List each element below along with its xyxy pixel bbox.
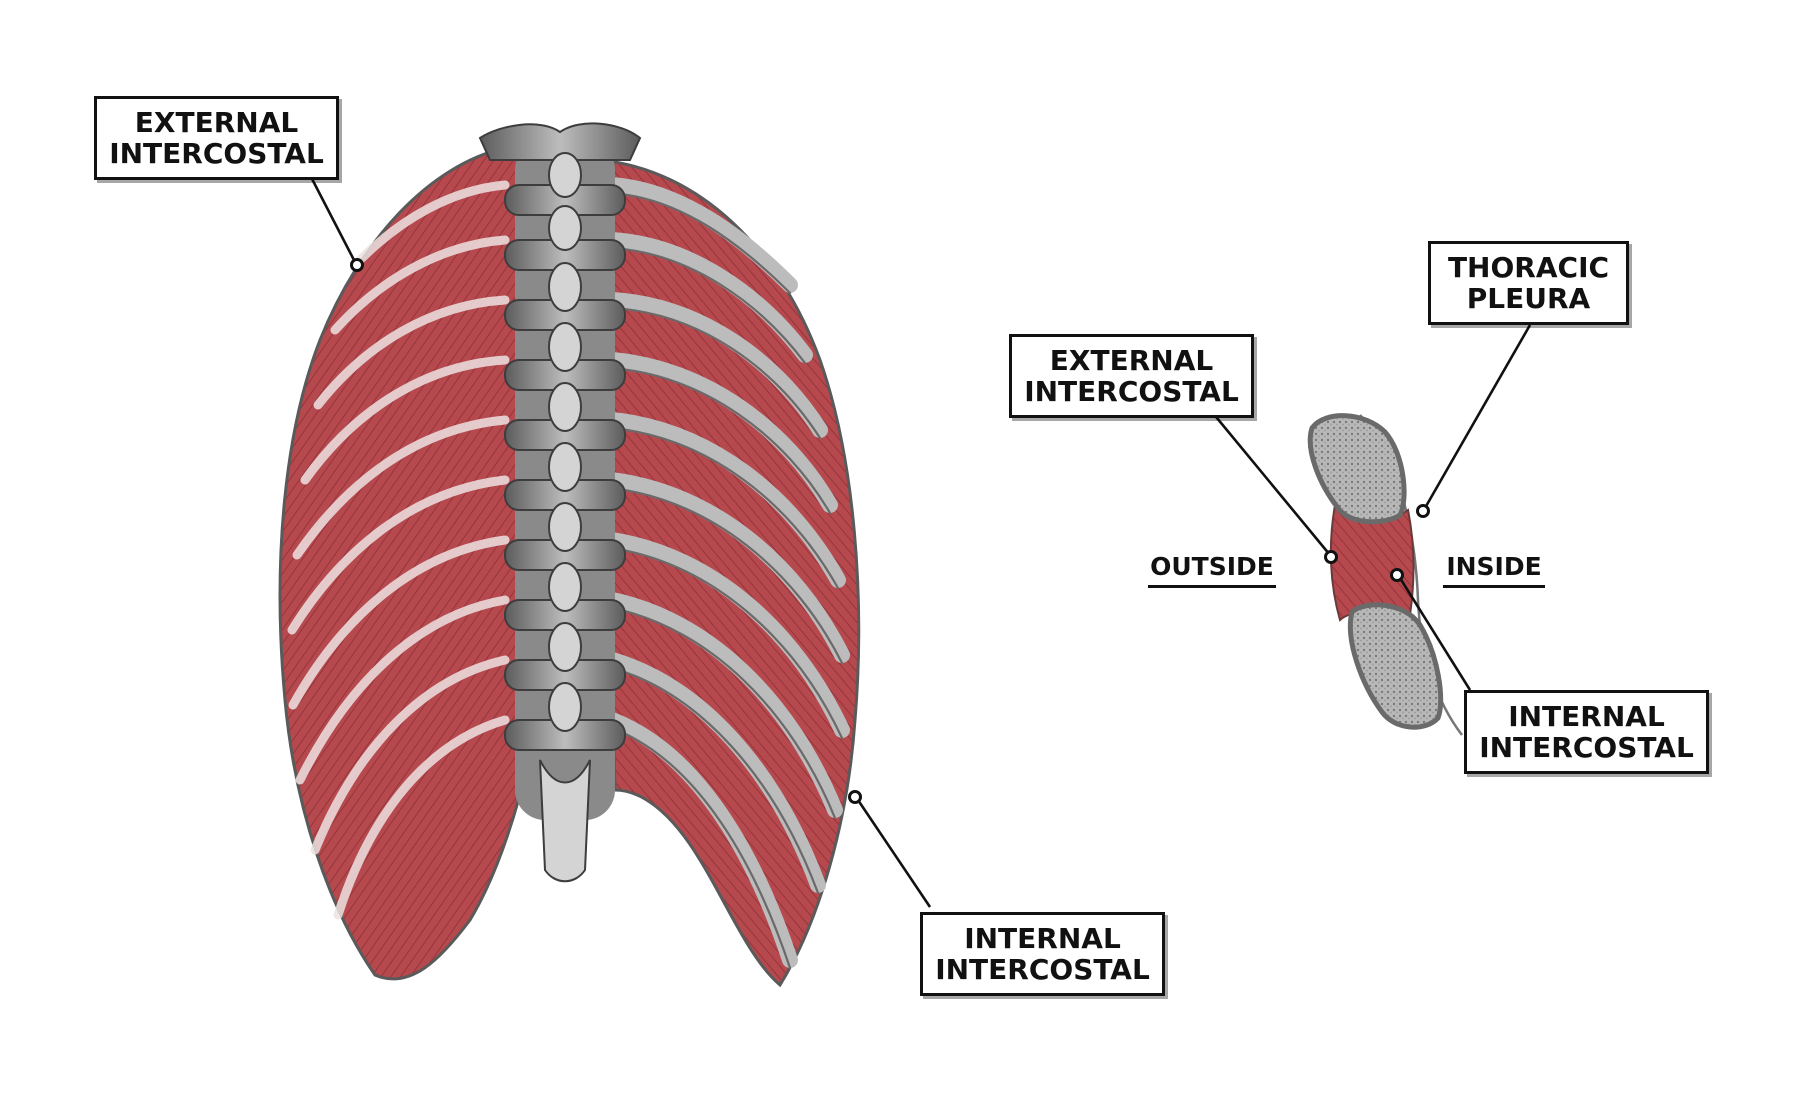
label-line: PLEURA xyxy=(1466,282,1591,315)
label-external-intercostal-section: EXTERNAL INTERCOSTAL xyxy=(1009,334,1254,418)
label-internal-intercostal-section: INTERNAL INTERCOSTAL xyxy=(1464,690,1709,774)
left-ribs xyxy=(287,180,510,920)
vertebral-column xyxy=(478,122,642,883)
label-thoracic-pleura: THORACIC PLEURA xyxy=(1428,241,1629,325)
label-line: INTERCOSTAL xyxy=(109,137,324,170)
label-line: EXTERNAL xyxy=(1049,344,1214,377)
label-internal-intercostal-ribcage: INTERNAL INTERCOSTAL xyxy=(920,912,1165,996)
right-ribs xyxy=(604,177,850,968)
pointer-dots xyxy=(350,258,1430,804)
label-line: INTERNAL xyxy=(964,922,1121,955)
label-line: INTERCOSTAL xyxy=(1024,375,1239,408)
intercostal-cross-section xyxy=(1307,413,1463,736)
label-line: THORACIC xyxy=(1447,251,1610,284)
rib-cage-illustration xyxy=(278,122,861,988)
pointer-dot xyxy=(1324,550,1338,564)
leader-lines xyxy=(308,174,1532,908)
label-line: EXTERNAL xyxy=(134,106,299,139)
outside-label: OUTSIDE xyxy=(1148,552,1276,588)
pointer-dot xyxy=(1416,504,1430,518)
lower-rib-section xyxy=(1347,602,1444,730)
pointer-dot xyxy=(848,790,862,804)
label-line: INTERCOSTAL xyxy=(935,953,1150,986)
upper-rib-section xyxy=(1307,413,1407,525)
pointer-dot xyxy=(350,258,364,272)
inside-label: INSIDE xyxy=(1443,552,1545,588)
pointer-dot xyxy=(1390,568,1404,582)
label-external-intercostal-ribcage: EXTERNAL INTERCOSTAL xyxy=(94,96,339,180)
label-line: INTERNAL xyxy=(1508,700,1665,733)
label-line: INTERCOSTAL xyxy=(1479,731,1694,764)
